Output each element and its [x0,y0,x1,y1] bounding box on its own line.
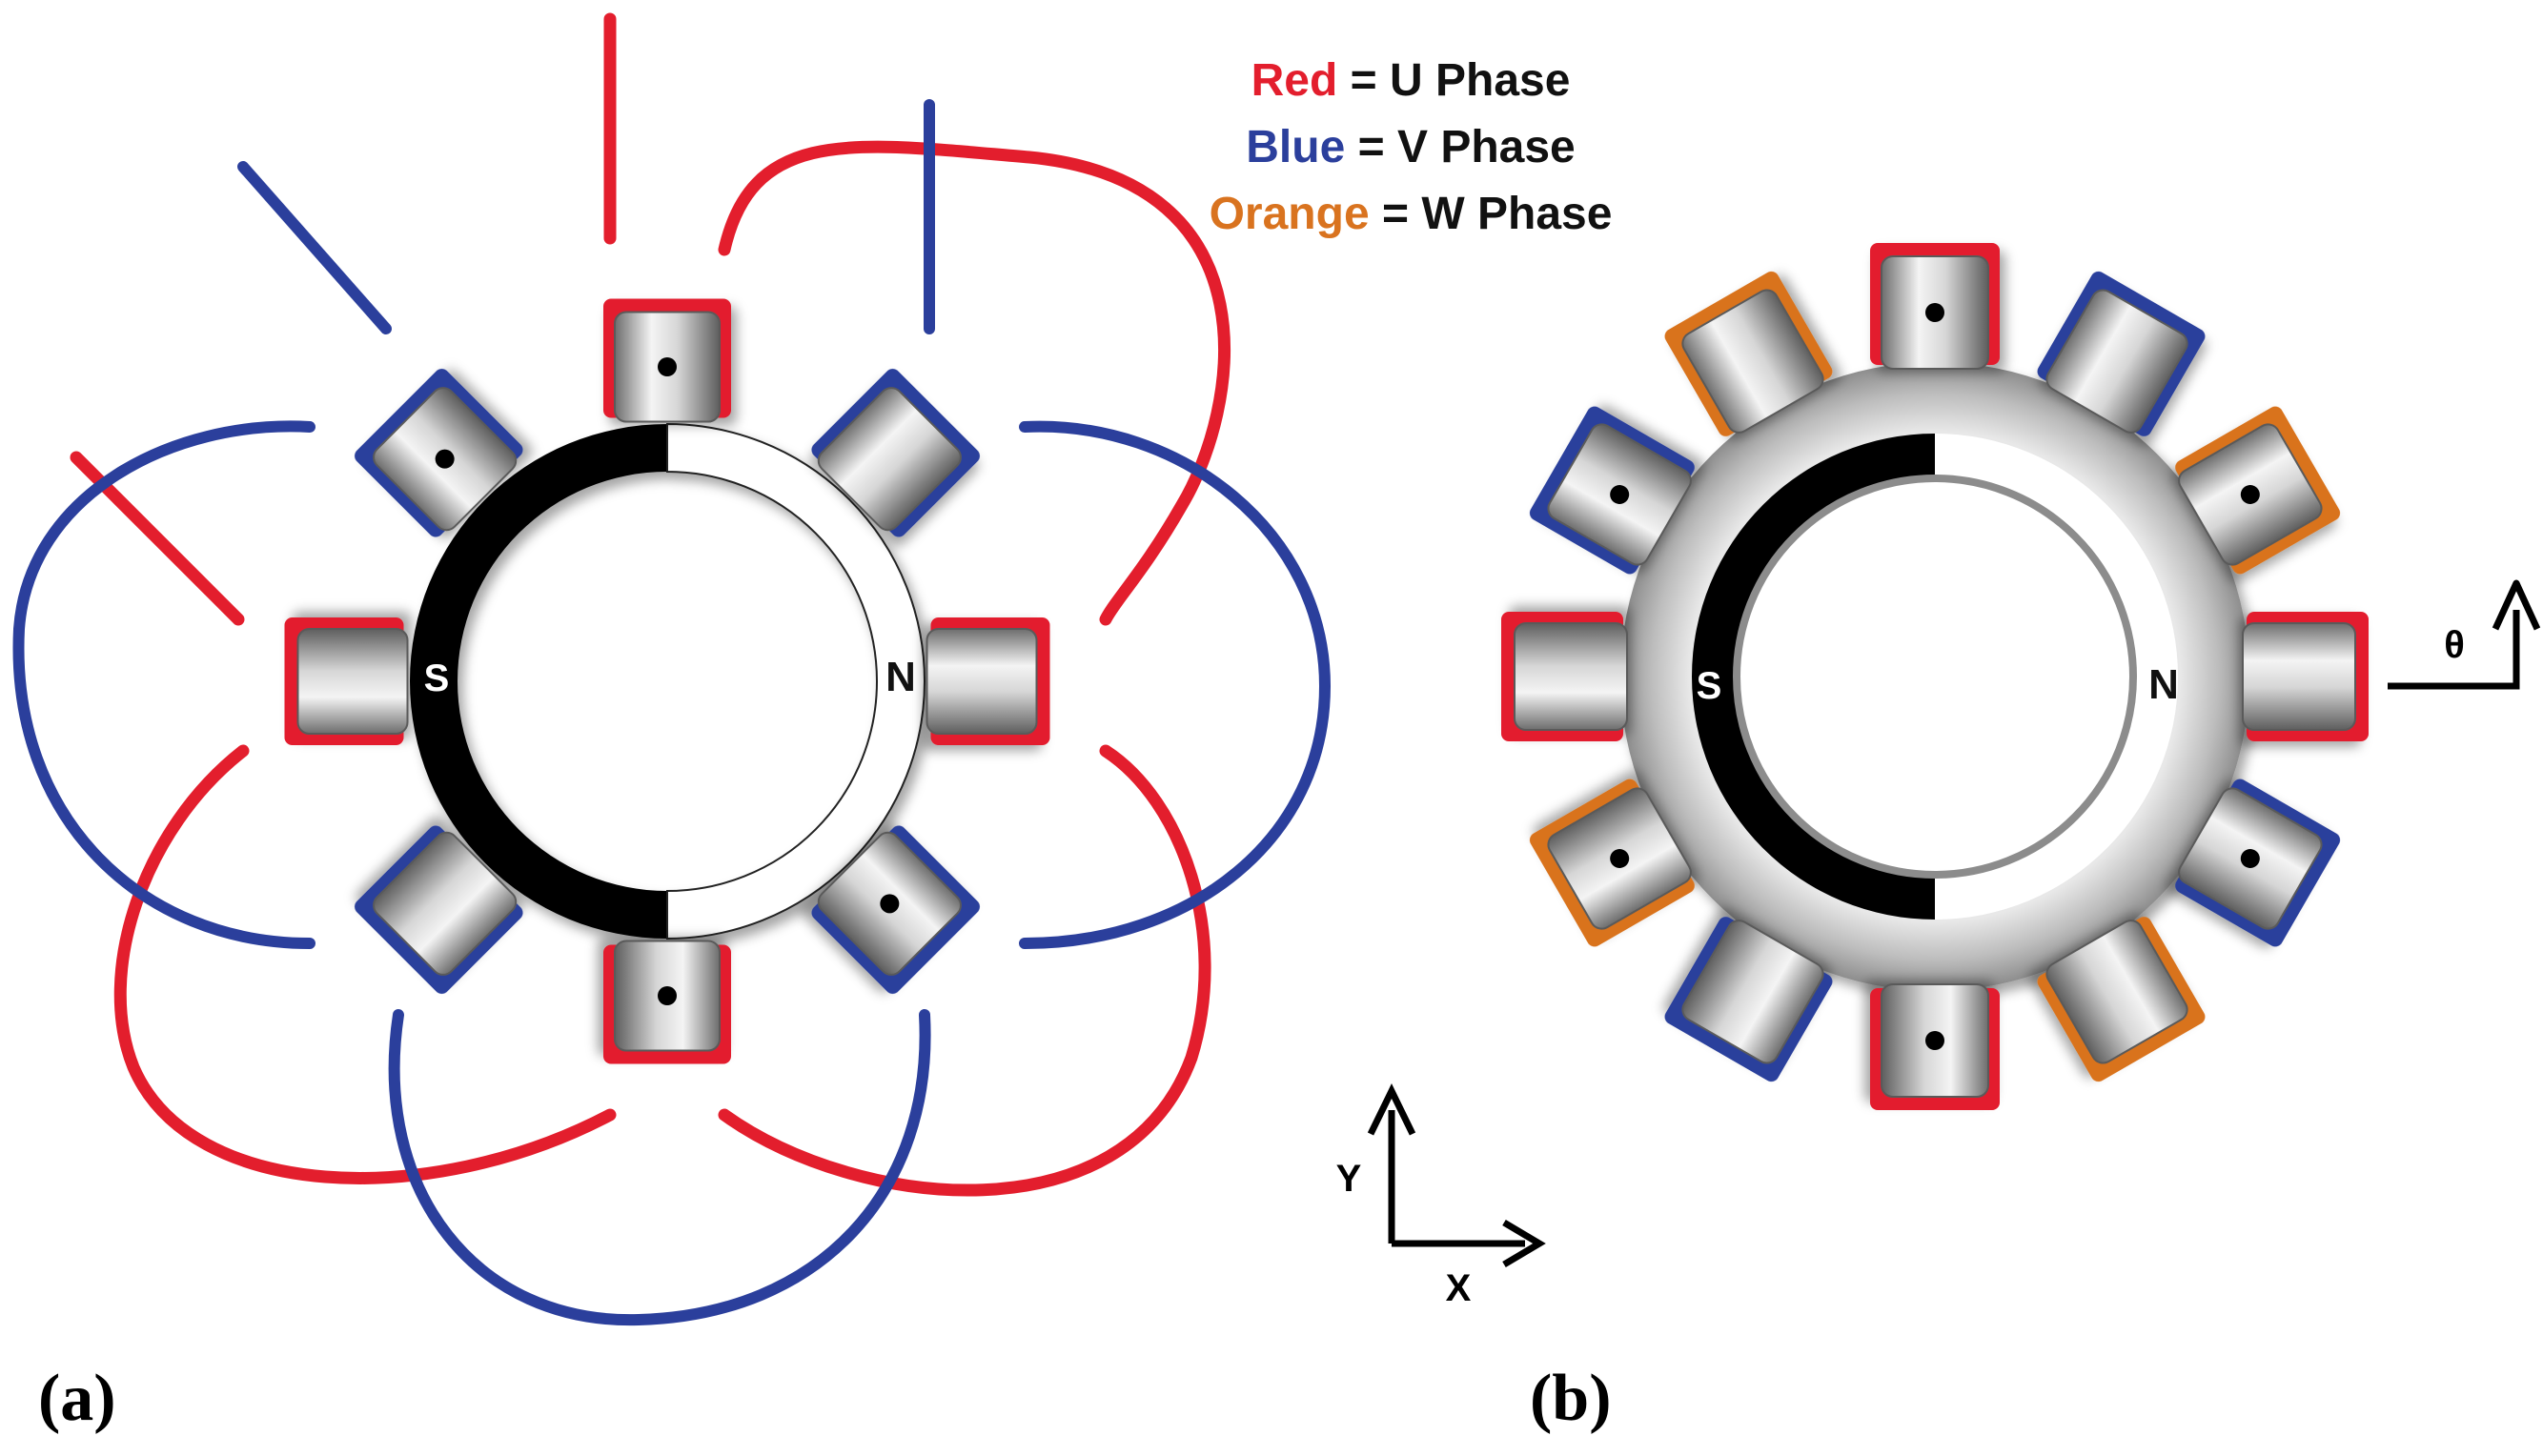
u-wire-bottom-right-loop [718,744,1211,1197]
figure-b-tooth-w-phase [1529,779,1695,947]
figure-a-tooth-body [373,831,518,976]
v-lead-left [237,161,392,334]
figure-a-current-dot [658,357,677,376]
figure-b-teeth [1501,243,2369,1110]
legend-row-v-text: = V Phase [1345,122,1575,172]
u-wire-top-right-loop [718,140,1231,626]
figure-a-tooth-v-phase [355,825,523,994]
theta-label: θ [2444,624,2465,666]
figure-a-tooth-v-phase [355,369,523,537]
legend: Red = U Phase Blue = V Phase Orange = W … [1210,55,1613,239]
figure-b-tooth-body [1514,622,1628,731]
figure-a-tooth-v-phase [811,825,980,994]
figure-b-tooth-v-phase [2037,271,2206,436]
figure-b-current-dot [1925,1031,1944,1050]
figure-b-tooth-u-phase [1501,612,1628,741]
figure-b-tooth-body [2242,622,2356,731]
v-wire-bottom-loop [388,1009,931,1326]
rotor-b-south-label: S [1697,665,1722,707]
figure-b-tooth-u-phase [1870,983,2000,1110]
rotor-a-south-half [410,424,667,939]
figure-b-tooth-v-phase [1529,406,1695,575]
figure-b-current-dot [1610,849,1630,868]
x-axis-label: X [1446,1267,1472,1309]
legend-row-u: Red = U Phase [1251,55,1571,106]
figure-a-tooth-body [296,628,409,735]
figure-a-tooth-u-phase [284,617,409,745]
figure-b-tooth-u-phase [2242,612,2369,741]
figure-b-tooth-w-phase [1664,271,1833,436]
figure-b-current-dot [2240,485,2260,504]
rotor-a-north-half [666,422,926,940]
figure-b-current-dot [1925,303,1944,322]
legend-row-u-text: = U Phase [1337,55,1570,106]
figure-a-current-dot [880,894,900,914]
rotor-b-south-half [1692,434,1935,920]
theta-arrow-head [2492,579,2541,631]
figure-b-rotor [1692,434,2178,920]
figure-b-tooth-u-phase [1870,243,2000,370]
legend-row-v: Blue = V Phase [1246,122,1576,172]
figure-a-tooth-u-phase [603,940,731,1064]
legend-row-v-color-word: Blue [1246,122,1345,172]
figure-b-current-dot [1610,485,1630,504]
figure-b-tooth-body [2045,920,2188,1064]
figure-b-tooth-v-phase [2175,779,2341,947]
rotor-a-south-label: S [424,657,450,699]
rotor-b-north-label: N [2148,661,2179,708]
figure-b-tooth-body [1681,920,1824,1064]
rotor-b-north-half [1935,434,2178,920]
figure-b-tooth-w-phase [2175,406,2341,575]
theta-arrow [2388,579,2541,690]
figure-a-current-dot [658,986,677,1005]
legend-row-w: Orange = W Phase [1210,189,1613,239]
panel-label-a: (a) [38,1362,116,1435]
figure-b-tooth-w-phase [2037,917,2206,1082]
figure-a-teeth [284,298,1050,1064]
legend-row-u-color-word: Red [1251,55,1338,106]
figure-a-tooth-v-phase [811,369,980,537]
x-axis-arrowhead [1502,1219,1546,1268]
figure-a-rotor [410,422,926,940]
figure-a-tooth-u-phase [926,617,1050,745]
legend-row-w-text: = W Phase [1370,189,1613,239]
u-phase-wires [70,12,1231,1197]
figure-a-wiring [12,12,1332,1326]
y-axis-label: Y [1336,1158,1362,1200]
xy-axes [1367,1083,1546,1268]
panel-label-b: (b) [1530,1362,1612,1435]
v-wire-left-loop [12,420,315,949]
figure-a-tooth-u-phase [603,298,731,423]
figure-a-tooth-body [817,387,962,532]
rotor-a-north-label: N [885,654,916,700]
v-phase-wires [12,99,1332,1326]
figure-a-tooth-body [926,628,1038,735]
theta-arrow-line [2388,610,2520,690]
figure-b-tooth-body [2045,289,2188,434]
figure-b-tooth-body [1681,289,1824,434]
u-wire-left-bottom-loop [113,744,617,1184]
figure-b-tooth-v-phase [1664,917,1833,1082]
legend-row-w-color-word: Orange [1210,189,1370,239]
y-axis-arrowhead [1367,1083,1416,1136]
v-wire-right-loop [1019,420,1332,949]
figure-b-current-dot [2240,849,2260,868]
figure-a-current-dot [435,449,455,469]
rotor-b-bore [1733,475,2137,879]
